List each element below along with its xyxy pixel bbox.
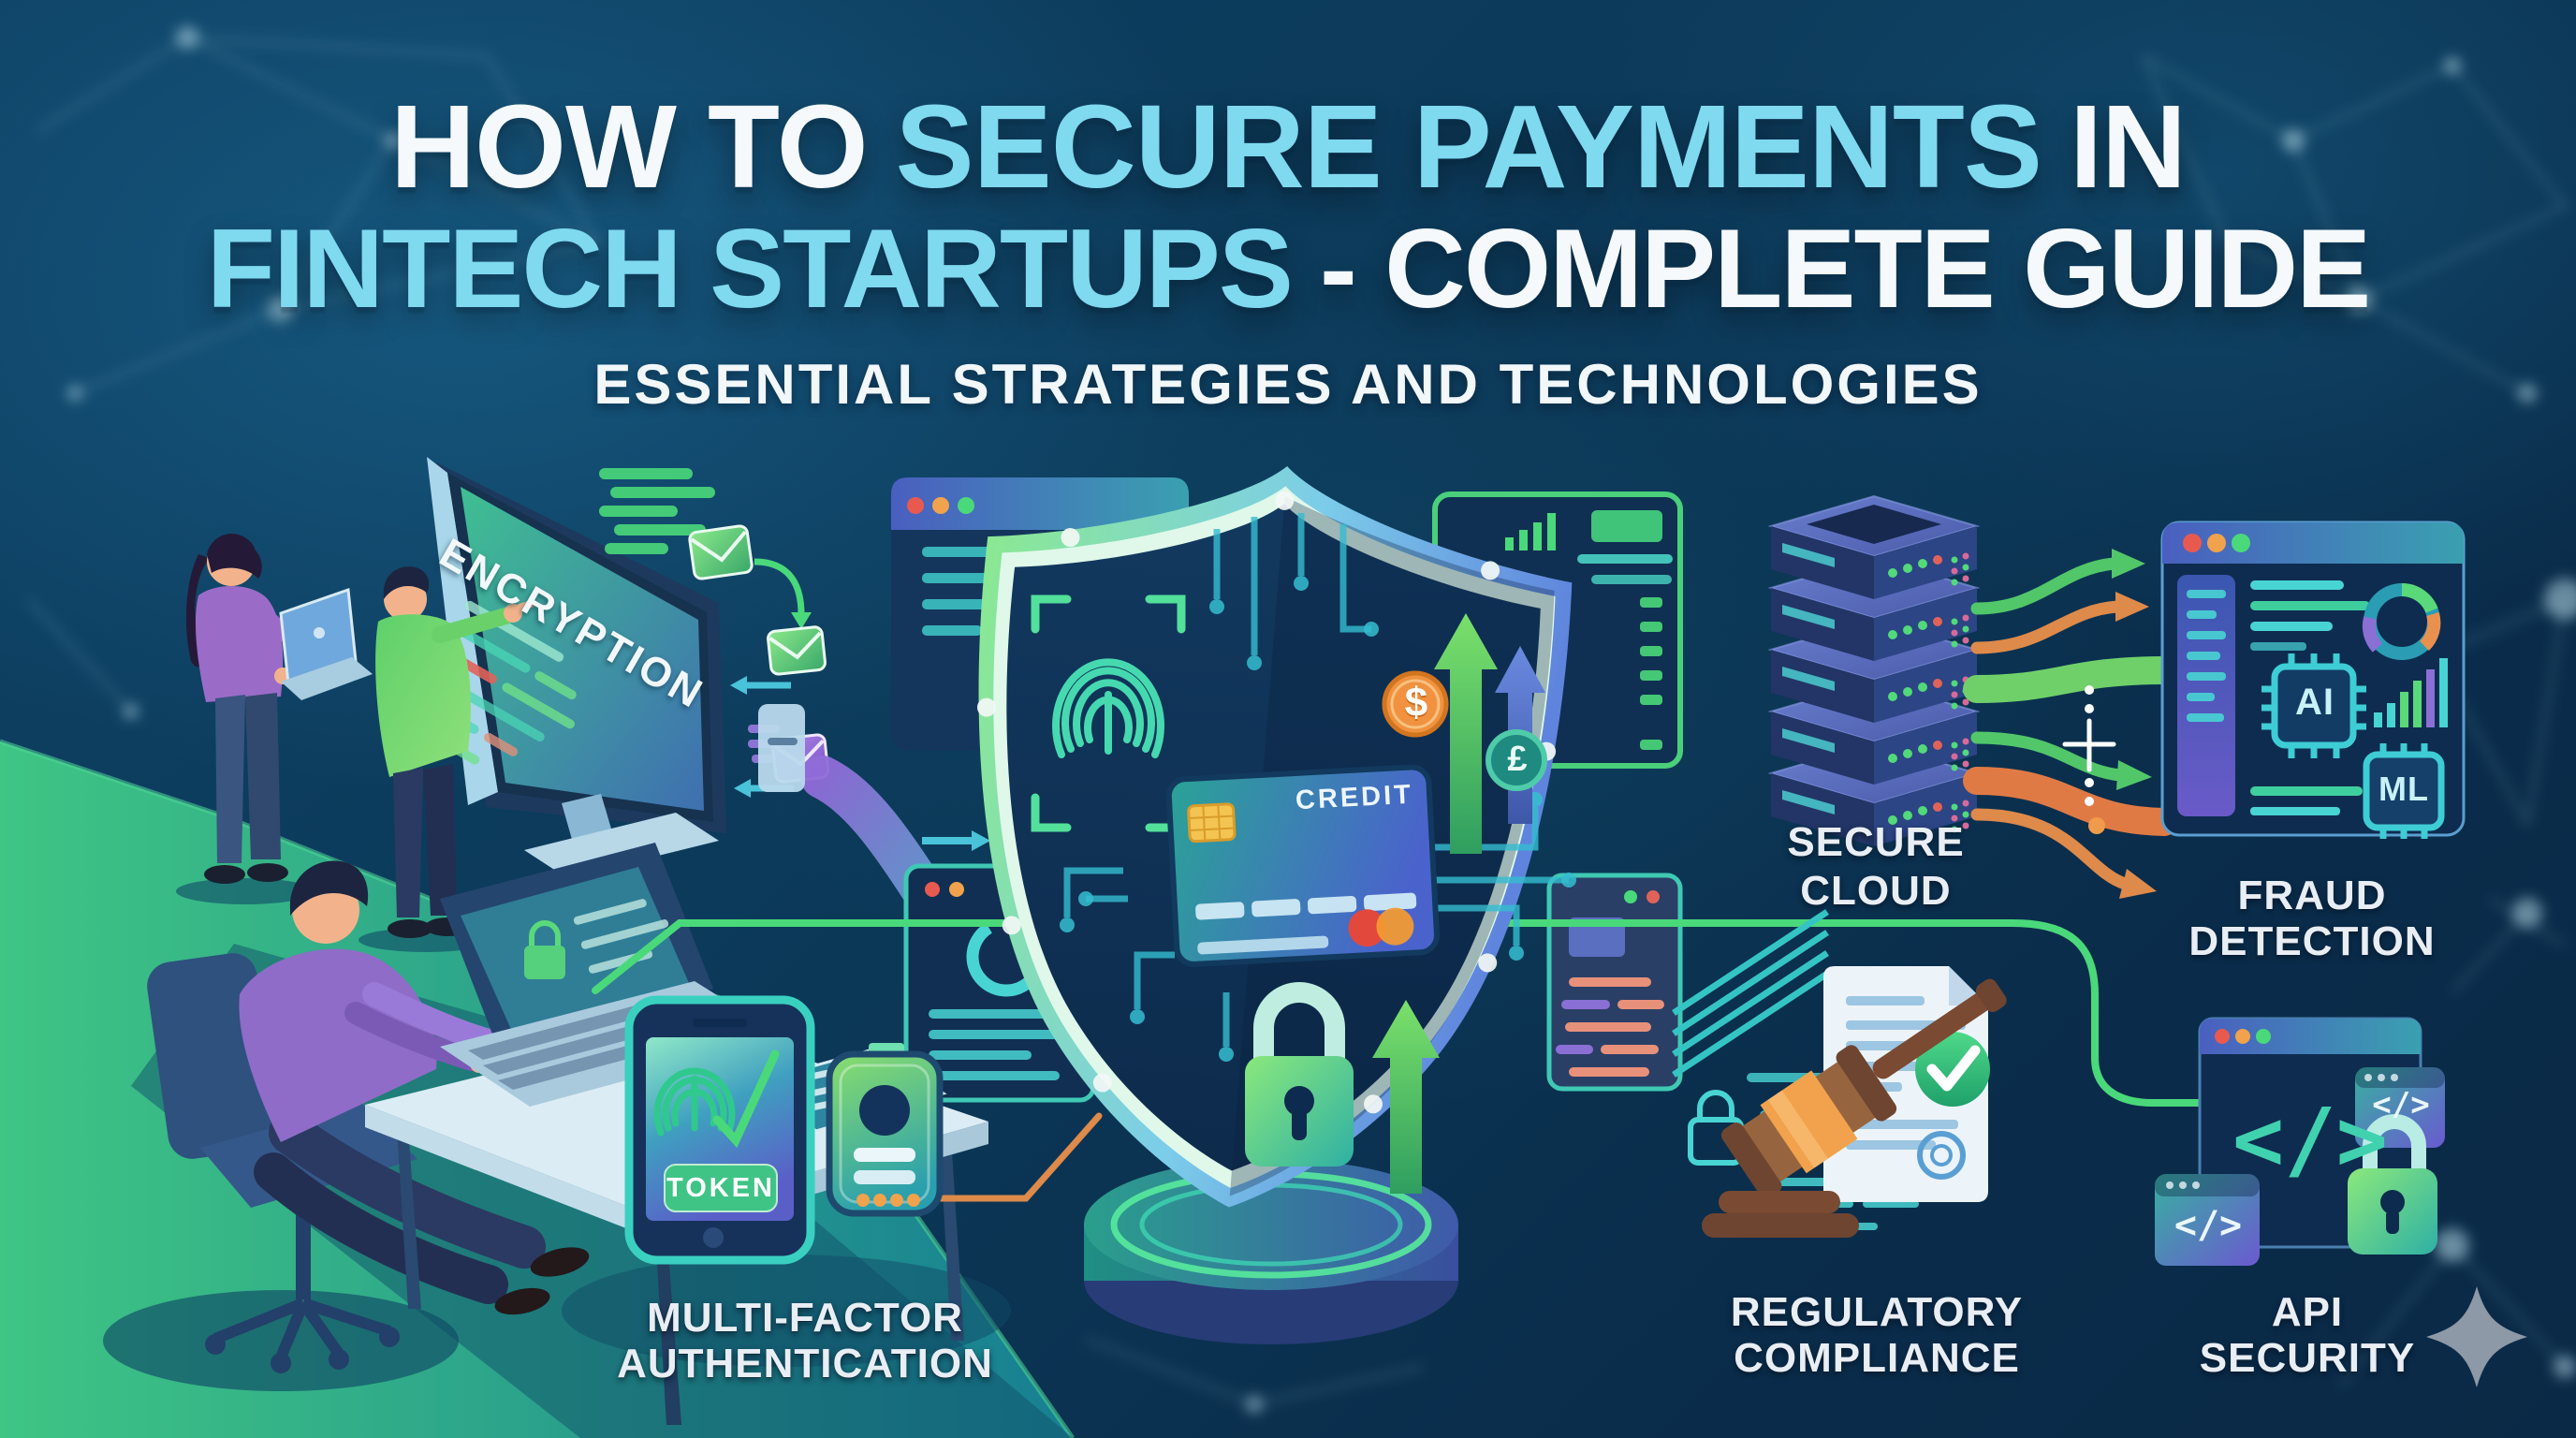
woman-with-laptop: [176, 533, 373, 904]
code-icon: </>: [2232, 1090, 2389, 1190]
analytics-bar-chart: [2374, 658, 2448, 727]
hair-ponytail: [185, 554, 210, 668]
phone: [624, 995, 815, 1265]
card-circle-red: [1348, 909, 1386, 947]
subtitle: ESSENTIAL STRATEGIES AND TECHNOLOGIES: [593, 353, 1983, 416]
ai-chip-icon: [2261, 653, 2366, 758]
server-cables: [1672, 909, 1829, 1078]
browser-window-alerts: [1546, 873, 1683, 1092]
pound-sign: £: [1507, 740, 1528, 779]
regulatory-compliance-group: [1702, 966, 2007, 1238]
chair-base: [212, 1298, 391, 1360]
mesh-nodes: [67, 26, 2576, 1413]
main-title-line2: FINTECH STARTUPS- COMPLETE GUIDE: [0, 204, 2576, 333]
fingerprint-icon: [653, 1067, 736, 1137]
code-icon: </>: [2174, 1204, 2243, 1247]
mfa-group: [624, 995, 944, 1265]
growth-arrow-green: [1434, 613, 1498, 854]
green-connector-line: [592, 919, 2205, 1107]
ai-chip-label: AI: [2295, 682, 2334, 723]
title-part-white: - COMPLETE GUIDE: [1319, 206, 2371, 331]
man-pointing: [359, 566, 535, 952]
api-security-group: [2155, 1017, 2527, 1387]
orange-connector-line: [936, 1112, 1103, 1202]
ml-chip-label: ML: [2378, 770, 2429, 808]
token-badge: [664, 1164, 778, 1212]
envelope-icon: [688, 524, 754, 580]
code-window-small: [2155, 1174, 2260, 1266]
credit-card: [1165, 764, 1440, 967]
title-part-cyan: FINTECH STARTUPS: [206, 206, 1294, 331]
encryption-monitor: [419, 457, 726, 878]
ml-chip-icon: [2363, 743, 2445, 839]
checkmark-icon: [712, 1049, 780, 1149]
pound-coin: [1486, 729, 1547, 791]
title-part-cyan: SECURE PAYMENTS: [895, 81, 2042, 213]
dollar-coin: [1382, 670, 1449, 738]
credit-card-text: CREDIT: [1295, 779, 1414, 816]
gavel-icon: [1720, 978, 2007, 1199]
code-icon: </>: [2372, 1086, 2430, 1123]
label-regulatory-compliance: REGULATORY COMPLIANCE: [1730, 1289, 2024, 1381]
envelope-icon: [767, 625, 827, 676]
card-chip: [1187, 802, 1237, 844]
mesh-edges: [26, 36, 2568, 1406]
tuning-crosshair: [2062, 718, 2116, 772]
code-dashes-green: [599, 468, 715, 554]
label-multi-factor-authentication: MULTI-FACTOR AUTHENTICATION: [617, 1295, 993, 1387]
seal-icon: [1917, 1131, 1966, 1180]
label-fraud-detection: FRAUD DETECTION: [2188, 873, 2436, 964]
padlock-icon: [1245, 982, 1354, 1167]
donut-chart: [2362, 582, 2441, 660]
label-secure-cloud: SECURE CLOUD: [1787, 819, 1965, 914]
lock-icon: [524, 946, 565, 979]
security-shield: [976, 466, 1576, 1208]
hardware-token: [826, 1050, 944, 1217]
circuit-traces: [1063, 513, 1569, 1047]
label-api-security: API SECURITY: [2199, 1289, 2416, 1381]
fraud-detection-window: [2160, 521, 2466, 839]
torso: [195, 585, 284, 702]
dollar-sign: $: [1404, 680, 1428, 726]
fingerprint-icon: [1031, 594, 1186, 832]
sparkle-icon: [2426, 1286, 2527, 1387]
server-stack: [1672, 495, 1978, 1078]
card-reader: [758, 704, 805, 792]
flow-arrow: [754, 558, 805, 615]
data-flow-ribbons: [1963, 549, 2178, 899]
mini-bar-chart: [1505, 513, 1556, 550]
gavel-block: [1719, 1191, 1840, 1213]
torso: [375, 614, 471, 777]
title-part-white: HOW TO: [390, 81, 869, 213]
token-badge-label: TOKEN: [666, 1173, 775, 1203]
card-circle-orange: [1376, 907, 1414, 946]
shield-pedestal: [1084, 1159, 1458, 1344]
padlock-icon: [2348, 1114, 2437, 1255]
growth-arrow-bottom: [1372, 1000, 1440, 1194]
title-part-white: IN: [2069, 81, 2187, 213]
